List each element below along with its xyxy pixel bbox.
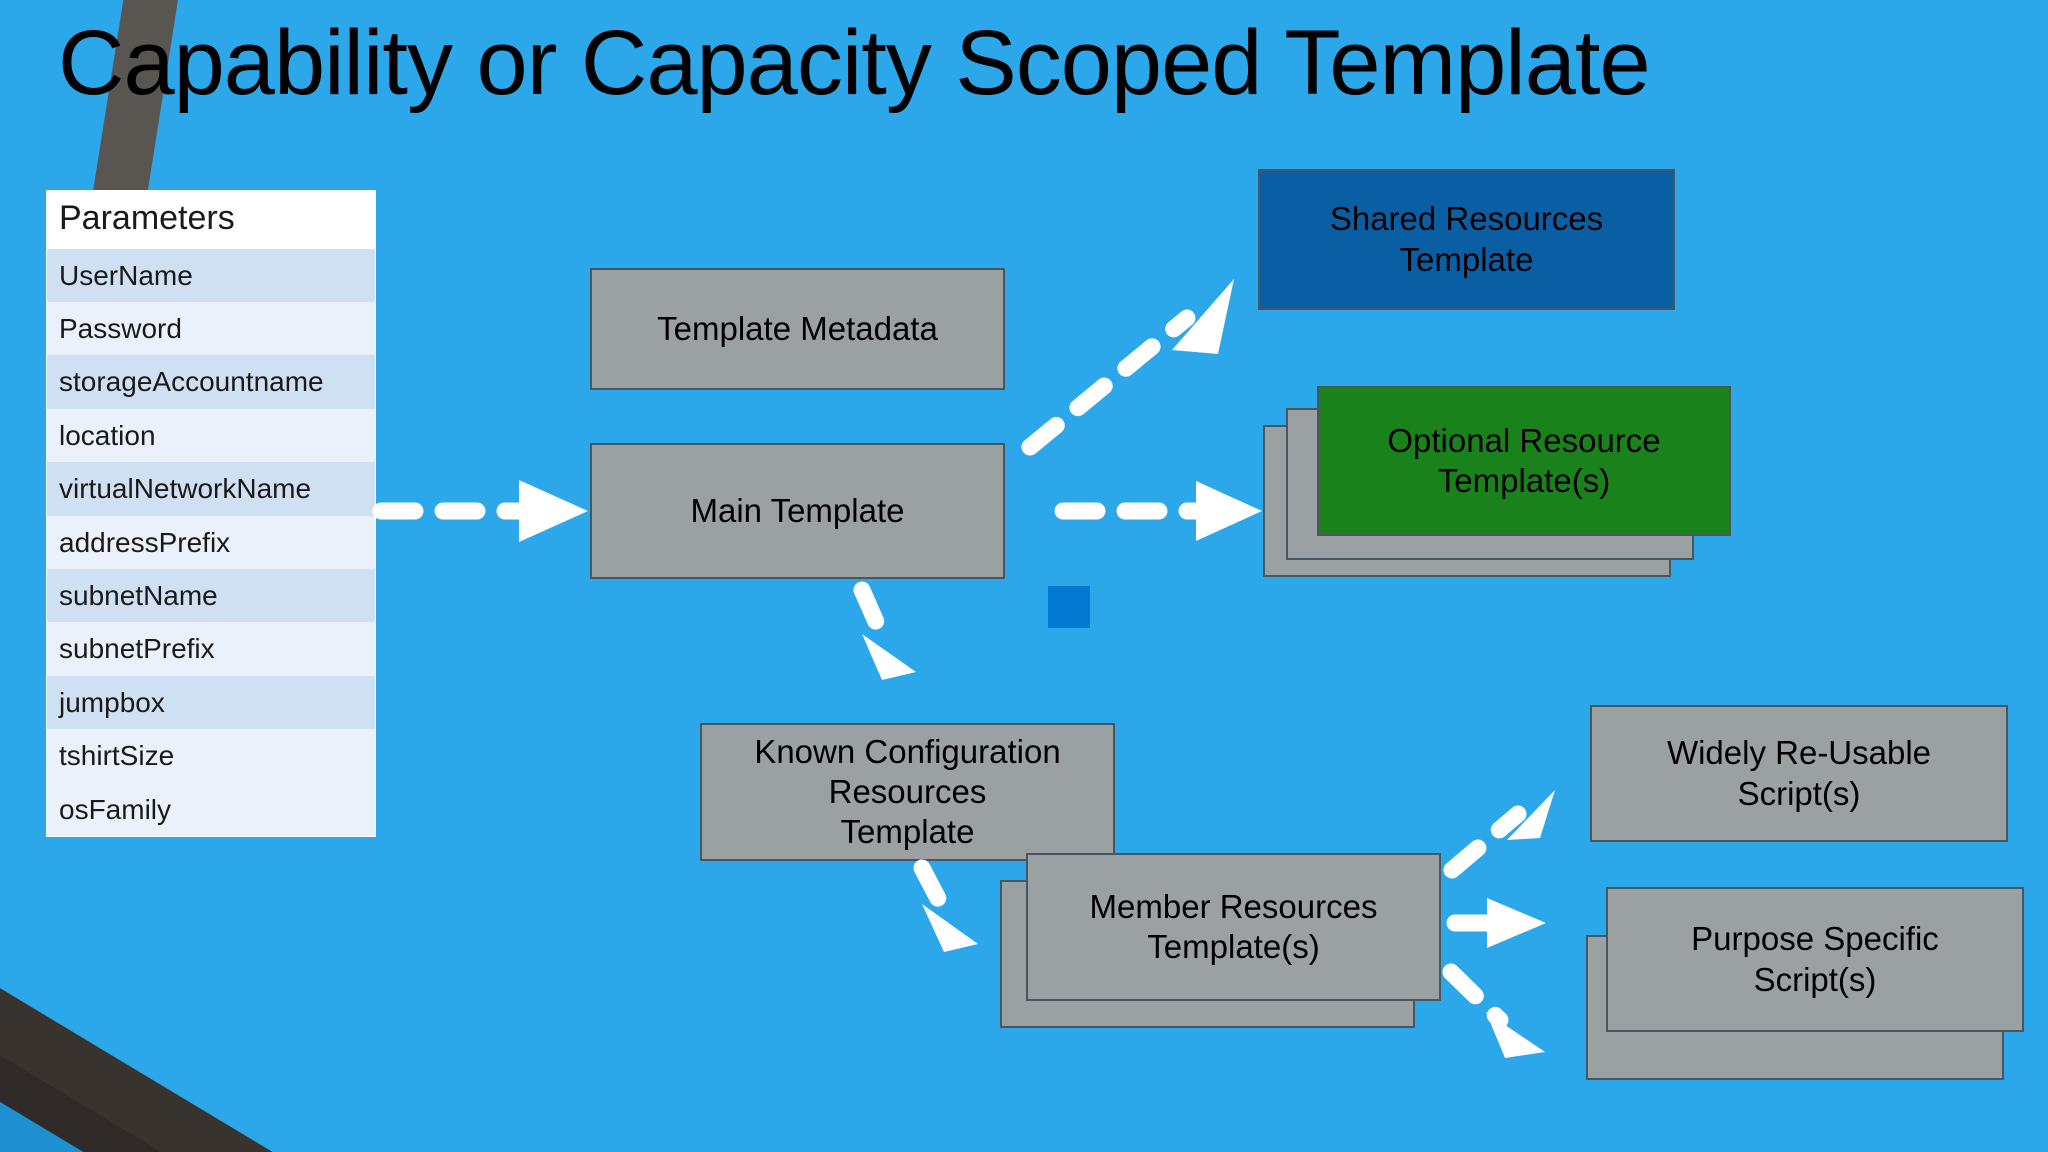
- node-main-template: Main Template: [590, 443, 1005, 579]
- node-optional-resource-template: Optional Resource Template(s): [1317, 386, 1731, 536]
- table-row: Password: [47, 302, 375, 356]
- node-label-line2: Template(s): [1437, 462, 1611, 499]
- page-title: Capability or Capacity Scoped Template: [58, 12, 1651, 114]
- node-label-line1: Optional Resource: [1387, 421, 1661, 459]
- node-template-metadata: Template Metadata: [590, 268, 1005, 390]
- node-label-line1: Purpose Specific: [1691, 920, 1939, 958]
- node-label-line1: Member Resources: [1089, 887, 1378, 925]
- table-row: virtualNetworkName: [47, 462, 375, 516]
- decorative-diagonal-band-blue: [0, 940, 823, 1152]
- node-label: Shared Resources Template: [1330, 199, 1603, 280]
- node-label: Known Configuration Resources Template: [754, 732, 1060, 853]
- decorative-diagonal-band-charcoal: [0, 880, 678, 1152]
- table-row: storageAccountname: [47, 355, 375, 409]
- node-label: Purpose Specific Script(s): [1691, 919, 1939, 1000]
- node-label-line1: Widely Re-Usable: [1666, 734, 1932, 772]
- node-shared-resources-template: Shared Resources Template: [1258, 169, 1675, 310]
- node-label-line3: Template: [840, 813, 975, 851]
- node-label-line1: Known Configuration: [754, 732, 1061, 770]
- node-label: Template Metadata: [657, 309, 938, 347]
- node-label: Member Resources Template(s): [1090, 887, 1378, 968]
- node-widely-reusable-script: Widely Re-Usable Script(s): [1590, 705, 2008, 842]
- node-member-resources-template: Member Resources Template(s): [1026, 853, 1441, 1001]
- parameters-table: Parameters UserName Password storageAcco…: [46, 190, 376, 837]
- node-label-line2: Template(s): [1147, 928, 1320, 965]
- decorative-diagonal-band-charcoal-thin: [0, 905, 608, 1152]
- node-label-line1: Shared Resources: [1329, 200, 1604, 238]
- table-row: UserName: [47, 248, 375, 303]
- node-purpose-specific-script: Purpose Specific Script(s): [1606, 887, 2024, 1032]
- decorative-diagonal-band-blue-dark: [0, 947, 798, 1152]
- table-row: osFamily: [47, 782, 375, 836]
- table-row: jumpbox: [47, 675, 375, 730]
- table-row: subnetPrefix: [47, 622, 375, 676]
- node-label-line2: Script(s): [1737, 774, 1861, 812]
- node-label: Main Template: [690, 491, 905, 529]
- node-known-configuration-resources-template: Known Configuration Resources Template: [700, 723, 1115, 861]
- table-row: addressPrefix: [47, 515, 375, 570]
- table-row: subnetName: [47, 569, 375, 623]
- node-label-line2: Template: [1399, 240, 1534, 278]
- node-label-line2: Resources: [828, 772, 987, 810]
- node-label: Optional Resource Template(s): [1387, 421, 1660, 502]
- node-label: Widely Re-Usable Script(s): [1667, 733, 1931, 814]
- table-row: tshirtSize: [47, 729, 375, 783]
- node-label-line2: Script(s): [1753, 960, 1877, 998]
- parameters-table-header: Parameters: [47, 191, 375, 249]
- table-row: location: [47, 408, 375, 463]
- blue-square-marker: [1048, 586, 1090, 628]
